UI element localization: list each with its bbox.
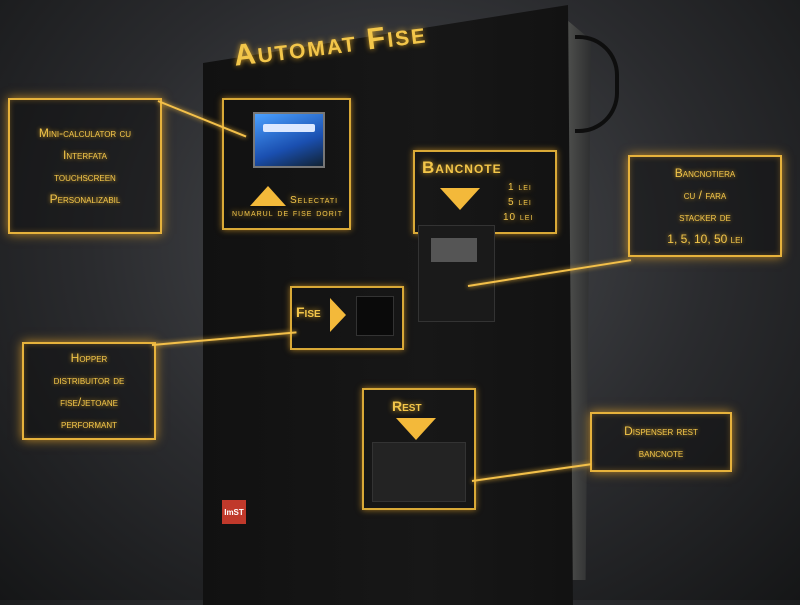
bancnote-value-1: 1 lei <box>508 182 532 193</box>
touchscreen-frame <box>222 98 351 230</box>
touchscreen-display[interactable] <box>253 112 325 168</box>
callout-hopper-line: distribuitor de <box>53 373 125 387</box>
callout-hopper-line: fise/jetoane <box>60 395 118 409</box>
rest-label: Rest <box>392 398 422 414</box>
callout-hopper: Hopper distribuitor de fise/jetoane perf… <box>22 342 156 440</box>
callout-hopper-line: performant <box>61 417 117 431</box>
callout-touchscreen-line: Mini-calculator cu <box>38 126 132 140</box>
callout-bancnotiera-line: cu / fara <box>683 188 727 202</box>
banknote-acceptor-slot[interactable] <box>418 225 495 322</box>
callout-dispenser-line: bancnote <box>638 446 684 460</box>
callout-bancnotiera-line: 1, 5, 10, 50 lei <box>667 232 743 246</box>
callout-bancnotiera: Bancnotiera cu / fara stacker de 1, 5, 1… <box>628 155 782 257</box>
callout-dispenser: Dispenser rest bancnote <box>590 412 732 472</box>
arrow-down-icon <box>440 188 480 210</box>
arrow-down-icon <box>396 418 436 440</box>
callout-touchscreen-line: Personalizabil <box>49 192 121 206</box>
arrow-up-icon <box>250 186 286 206</box>
coin-output-slot[interactable] <box>356 296 394 336</box>
bancnote-title: Bancnote <box>422 158 502 177</box>
callout-dispenser-line: Dispenser rest <box>624 424 698 438</box>
callout-bancnotiera-line: Bancnotiera <box>674 166 736 180</box>
select-text-line2: numarul de fise dorit <box>232 208 344 219</box>
bancnote-value-10: 10 lei <box>503 212 534 223</box>
brand-logo: ImST <box>222 500 246 524</box>
callout-hopper-line: Hopper <box>70 351 108 365</box>
change-dispenser-slot[interactable] <box>372 442 466 502</box>
select-text-line1: Selectati <box>290 195 339 206</box>
power-cable <box>575 35 619 133</box>
arrow-right-icon <box>330 298 346 332</box>
rest-frame <box>362 388 476 510</box>
callout-touchscreen-line: Interfata <box>63 148 107 162</box>
fise-frame <box>290 286 404 350</box>
bancnote-value-5: 5 lei <box>508 197 532 208</box>
fise-label: Fise <box>296 304 321 320</box>
callout-bancnotiera-line: stacker de <box>679 210 731 224</box>
callout-touchscreen: Mini-calculator cu Interfata touchscreen… <box>8 98 162 234</box>
callout-touchscreen-line: touchscreen <box>54 170 116 184</box>
